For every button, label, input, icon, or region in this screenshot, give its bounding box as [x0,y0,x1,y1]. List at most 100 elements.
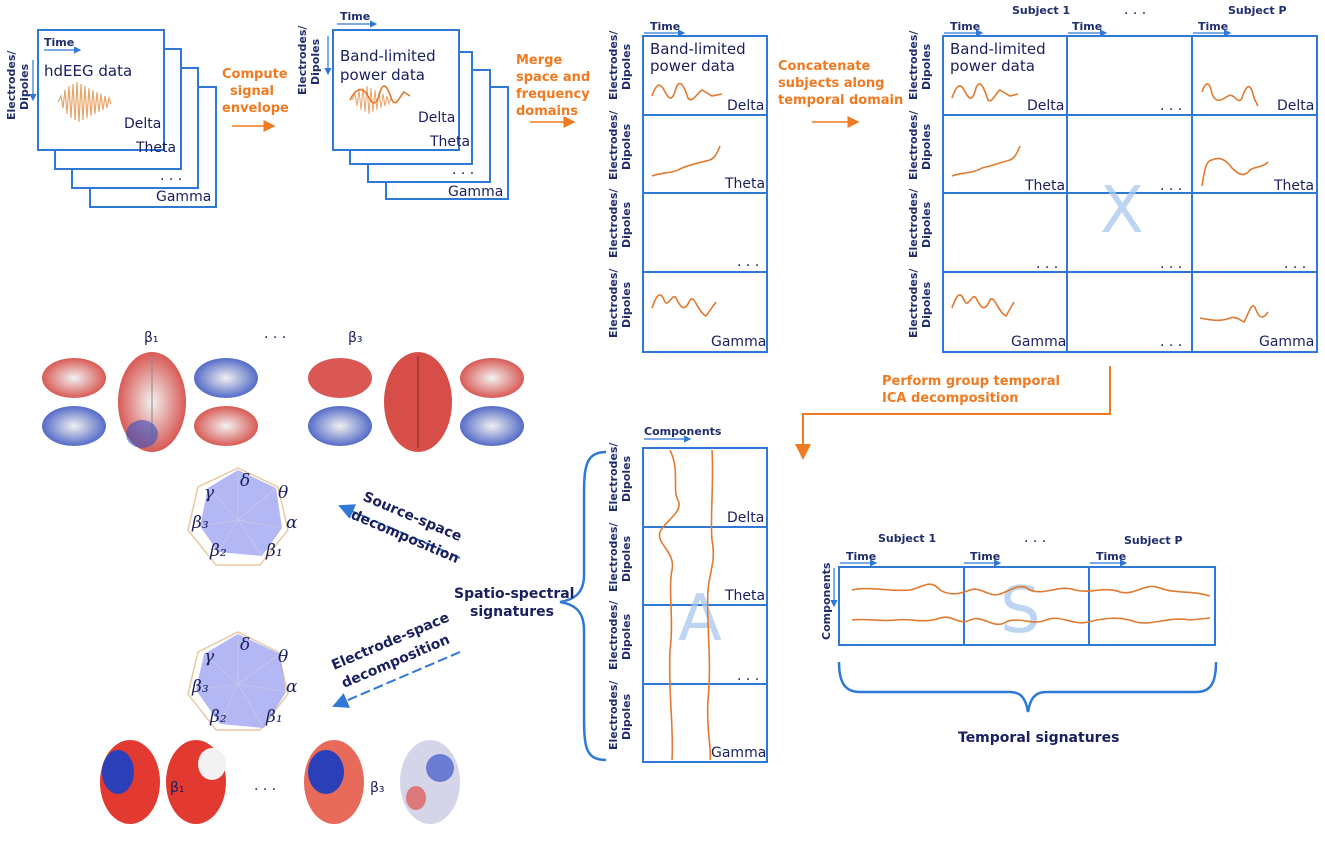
band-dots: . . . [452,162,474,178]
step-merge: Merge space and frequency domains [516,53,590,128]
band-gamma: Gamma [1259,334,1314,350]
spatio-brace [559,450,607,762]
step-text: Merge [516,53,562,68]
axis-beta2: β₂ [209,541,227,561]
step-compute-envelope: Compute signal envelope [222,67,289,132]
time-label: Time [1096,550,1126,563]
head-blue-patch [426,754,454,782]
ica-arrow [795,366,1111,460]
dipoles-label: Dipoles [620,455,633,502]
step-text: Concatenate [778,59,870,74]
electrode-spider-chart: δ θ α β₁ β₂ β₃ γ [187,631,298,731]
dipoles-label: Dipoles [309,38,322,85]
band-gamma: Gamma [156,189,211,205]
time-label: Time [1198,20,1228,33]
step-ica: Perform group temporal ICA decomposition [795,366,1111,460]
electrodes-label: Electrodes/ [907,30,920,100]
brain-lateral-left [42,358,106,398]
axis-delta: δ [240,635,250,655]
subjects-dots: . . . [1124,2,1146,18]
electrodes-label: Electrodes/ [607,268,620,338]
dipoles-label: Dipoles [920,43,933,90]
step-concatenate: Concatenate subjects along temporal doma… [778,59,903,128]
axis-beta1: β₁ [265,541,283,561]
cell-dots: . . . [1160,256,1182,272]
hdeeg-title: hdEEG data [44,62,132,80]
dipoles-label: Dipoles [620,43,633,90]
beta-dots: . . . [264,326,286,342]
electrodes-label: Electrodes/ [607,442,620,512]
envelope-trace [349,85,411,104]
head-light-patch [198,748,226,780]
bp-title-1: Band-limited [340,47,436,65]
dipoles-label: Dipoles [920,123,933,170]
components-label: Components [820,562,833,640]
electrodes-label: Electrodes/ [296,25,309,95]
dashed-arrow [338,504,461,559]
dashed-arrow [332,651,461,708]
brain-lateral-right [460,358,524,398]
component-trace-2 [706,449,715,761]
trace [1201,83,1259,107]
dipoles-label: Dipoles [920,201,933,248]
trace [1201,157,1269,187]
electrodes-label: Electrodes/ [907,110,920,180]
spider-outline [187,467,289,566]
band-theta: Theta [429,134,470,150]
cell-dots: . . . [1284,256,1306,272]
step-text: temporal domain [778,93,903,108]
band-theta: Theta [724,588,765,604]
band-delta: Delta [727,98,764,114]
brain-medial-left [42,406,106,446]
subject-p-label: Subject P [1228,4,1287,17]
axis-theta: θ [278,483,288,503]
brain-lateral-left [308,358,372,398]
axis-alpha: α [286,677,298,697]
beta3-label: β₃ [370,780,385,796]
axis-gamma: γ [204,647,215,667]
time-trace-1 [851,583,1211,597]
beta3-label: β₃ [348,330,363,346]
time-label: Time [340,10,370,23]
subject-1-label: Subject 1 [1012,4,1070,17]
trace [1199,305,1269,324]
electrodes-label: Electrodes/ [607,30,620,100]
source-brains: β₁ . . . β₃ [42,326,524,452]
trace [951,145,1021,177]
band-delta: Delta [1277,98,1314,114]
band-dots: . . . [160,168,182,184]
matrix-s-letter: S [1000,574,1041,648]
band-theta: Theta [135,140,176,156]
time-label: Time [846,550,876,563]
subject-1-label: Subject 1 [878,532,936,545]
subjects-dots: . . . [1024,530,1046,546]
time-label: Time [650,20,680,33]
blue-patch [126,420,158,448]
cell-dots: . . . [1036,256,1058,272]
electrodes-label: Electrodes/ [607,680,620,750]
band-delta: Delta [1027,98,1064,114]
band-delta: Delta [727,510,764,526]
spider-fill [200,470,282,556]
gamma-trace [651,294,717,318]
components-label: Components [644,425,722,438]
delta-trace [651,82,723,101]
band-gamma: Gamma [711,334,766,350]
dipoles-label: Dipoles [620,123,633,170]
matrix-a-letter: A [678,582,722,656]
band-theta: Theta [724,176,765,192]
temporal-brace [837,661,1218,713]
hdeeg-stack: Time Electrodes/ Dipoles hdEEG data Delt… [5,29,217,208]
step-text: signal [230,84,274,99]
spatio-label-1: Spatio-spectral [454,586,574,602]
band-gamma: Gamma [1011,334,1066,350]
component-trace-1 [658,449,680,761]
trace [951,83,1019,102]
matrix-x: Subject 1 . . . Subject P Time Time Time… [907,2,1318,353]
col-title-2: power data [650,57,735,75]
electrodes-label: Electrodes/ [5,50,18,120]
band-delta: Delta [124,116,161,132]
band-dots: . . . [737,668,759,684]
electrode-heads: β₁ . . . β₃ [100,740,460,824]
